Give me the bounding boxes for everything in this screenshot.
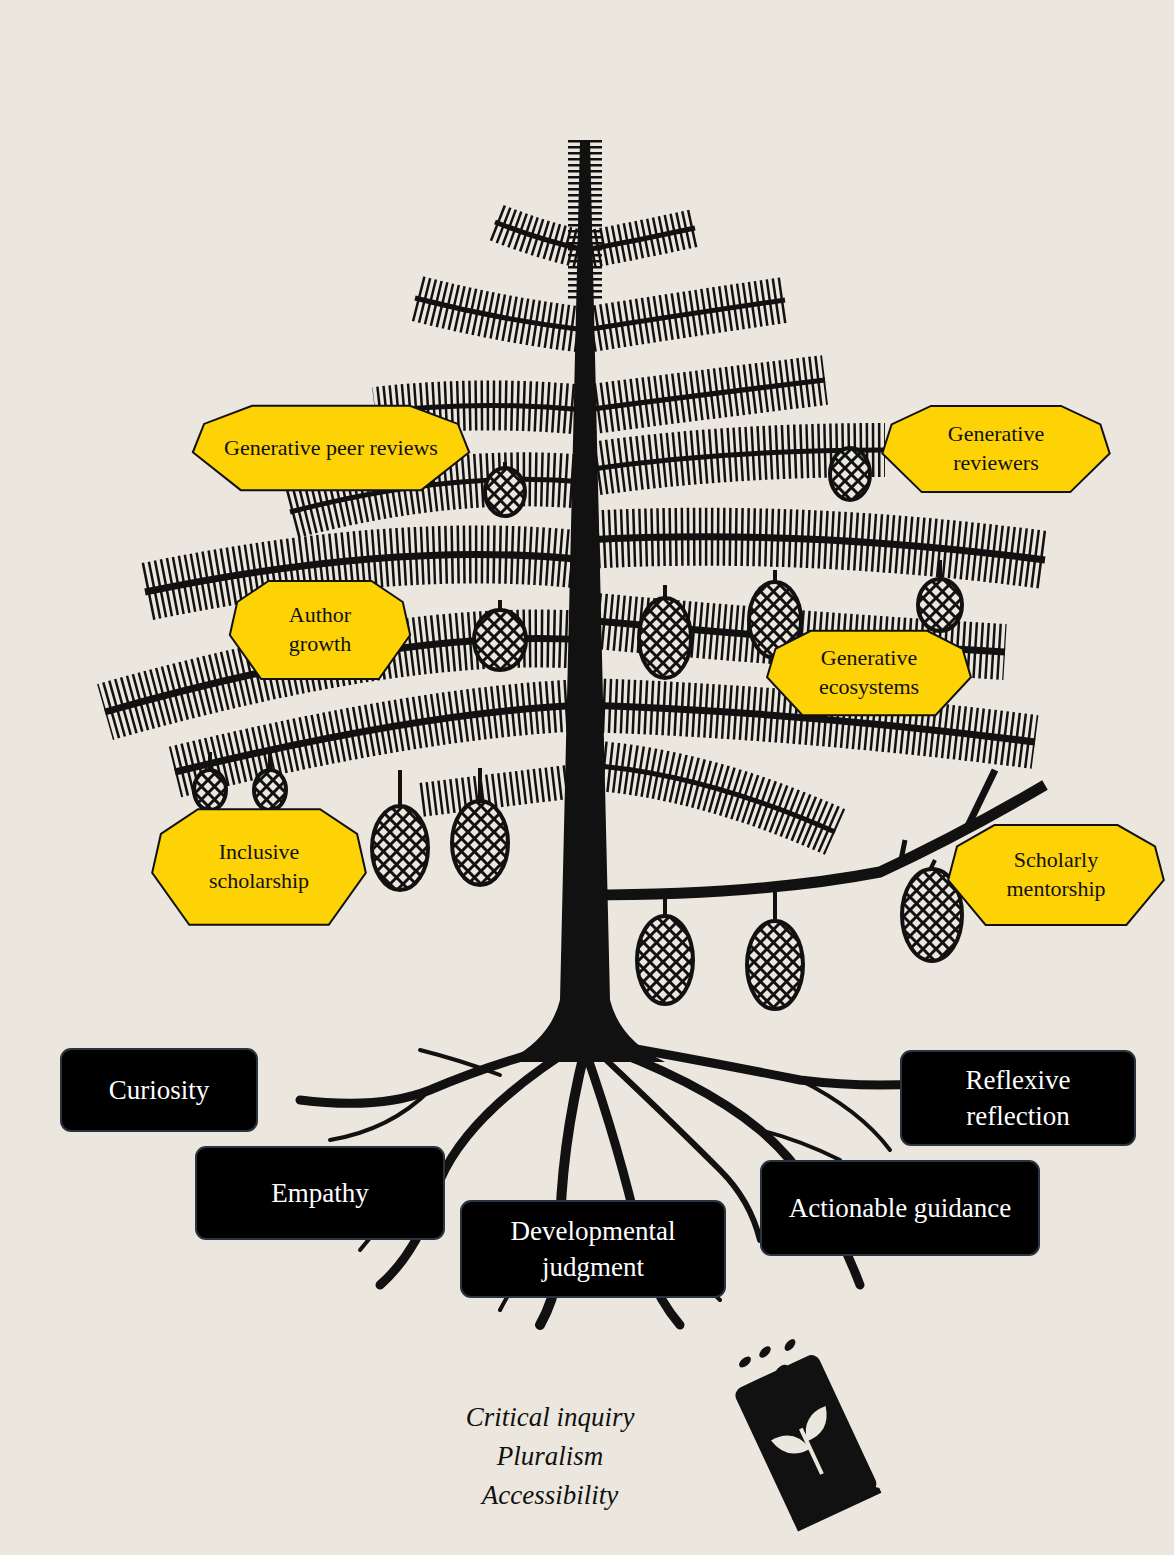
heptagon-tag: Generative peer reviews [190,405,472,491]
seed-label: Pluralism [410,1437,690,1476]
heptagon-outline [150,808,368,926]
node-label: Actionable guidance [789,1190,1012,1226]
heptagon-outline [228,580,412,680]
heptagon-tag: Inclusive scholarship [150,808,368,926]
node-label: Generative ecosystems [799,644,939,701]
node-label: Developmental judgment [476,1213,710,1286]
root-box: Developmental judgment [460,1200,726,1298]
node-label: Curiosity [109,1072,210,1108]
root-box: Actionable guidance [760,1160,1040,1256]
node-label: Author growth [262,601,378,658]
node-label: Empathy [271,1175,368,1211]
node-label: Scholarly mentorship [980,846,1132,903]
root-box: Reflexive reflection [900,1050,1136,1146]
node-label: Inclusive scholarship [184,838,334,895]
root-box: Empathy [195,1146,445,1240]
heptagon-outline [765,630,973,716]
seed-words: Critical inquiryPluralismAccessibility [410,1398,690,1515]
heptagon-tag: Author growth [228,580,412,680]
heptagon-tag: Scholarly mentorship [946,824,1166,926]
node-label: Generative reviewers [914,420,1078,477]
heptagon-outline [946,824,1166,926]
node-label: Generative peer reviews [224,434,438,463]
heptagon-tag: Generative reviewers [880,405,1112,493]
heptagon-outline [880,405,1112,493]
seed-label: Critical inquiry [410,1398,690,1437]
root-box: Curiosity [60,1048,258,1132]
seed-label: Accessibility [410,1476,690,1515]
heptagon-tag: Generative ecosystems [765,630,973,716]
node-label: Reflexive reflection [916,1062,1120,1135]
